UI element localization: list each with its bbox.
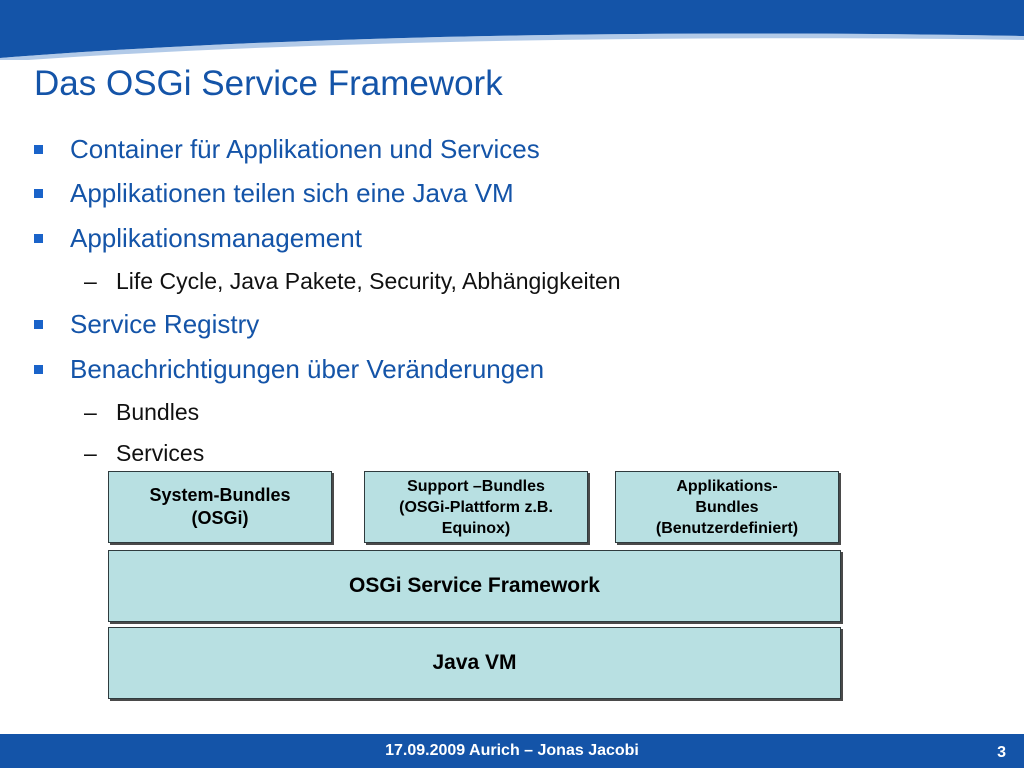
sub-bullet-item: Services xyxy=(116,440,205,466)
footer-bar: 17.09.2009 Aurich – Jonas Jacobi 3 xyxy=(0,734,1024,768)
support-bundles-label: Support –Bundles (OSGi-Plattform z.B. Eq… xyxy=(399,477,553,537)
bullet-marker xyxy=(34,145,43,154)
footer-text: 17.09.2009 Aurich – Jonas Jacobi xyxy=(385,742,639,759)
bullet-item: Applikationsmanagement xyxy=(70,223,362,253)
framework-label: OSGi Service Framework xyxy=(349,574,600,597)
bullet-item: Applikationen teilen sich eine Java VM xyxy=(70,178,514,208)
framework-box: OSGi Service Framework xyxy=(108,550,841,622)
bullet-item: Benachrichtigungen über Veränderungen xyxy=(70,354,545,384)
java-vm-label: Java VM xyxy=(432,651,517,674)
system-bundles-label: System-Bundles (OSGi) xyxy=(149,485,291,528)
sub-bullet-item: Bundles xyxy=(116,399,200,425)
slide-title: Das OSGi Service Framework xyxy=(34,64,503,103)
support-bundles-box: Support –Bundles (OSGi-Plattform z.B. Eq… xyxy=(364,471,588,543)
system-bundles-box: System-Bundles (OSGi) xyxy=(108,471,332,543)
java-vm-box: Java VM xyxy=(108,627,841,699)
app-bundles-label: Applikations- Bundles (Benutzerdefiniert… xyxy=(655,477,799,537)
page-number: 3 xyxy=(997,744,1006,761)
bullet-marker xyxy=(34,189,43,198)
bullet-item: Service Registry xyxy=(70,309,260,339)
bullet-marker xyxy=(34,365,43,374)
bullet-marker xyxy=(34,320,43,329)
bullet-list: Container für Applikationen und Services… xyxy=(34,134,621,466)
app-bundles-box: Applikations- Bundles (Benutzerdefiniert… xyxy=(615,471,839,543)
sub-bullet-marker: – xyxy=(84,440,97,466)
header-swoosh xyxy=(0,0,1024,60)
bullet-item: Container für Applikationen und Services xyxy=(70,134,540,164)
bullet-marker xyxy=(34,234,43,243)
sub-bullet-marker: – xyxy=(84,399,97,425)
sub-bullet-item: Life Cycle, Java Pakete, Security, Abhän… xyxy=(116,268,621,294)
sub-bullet-marker: – xyxy=(84,268,97,294)
